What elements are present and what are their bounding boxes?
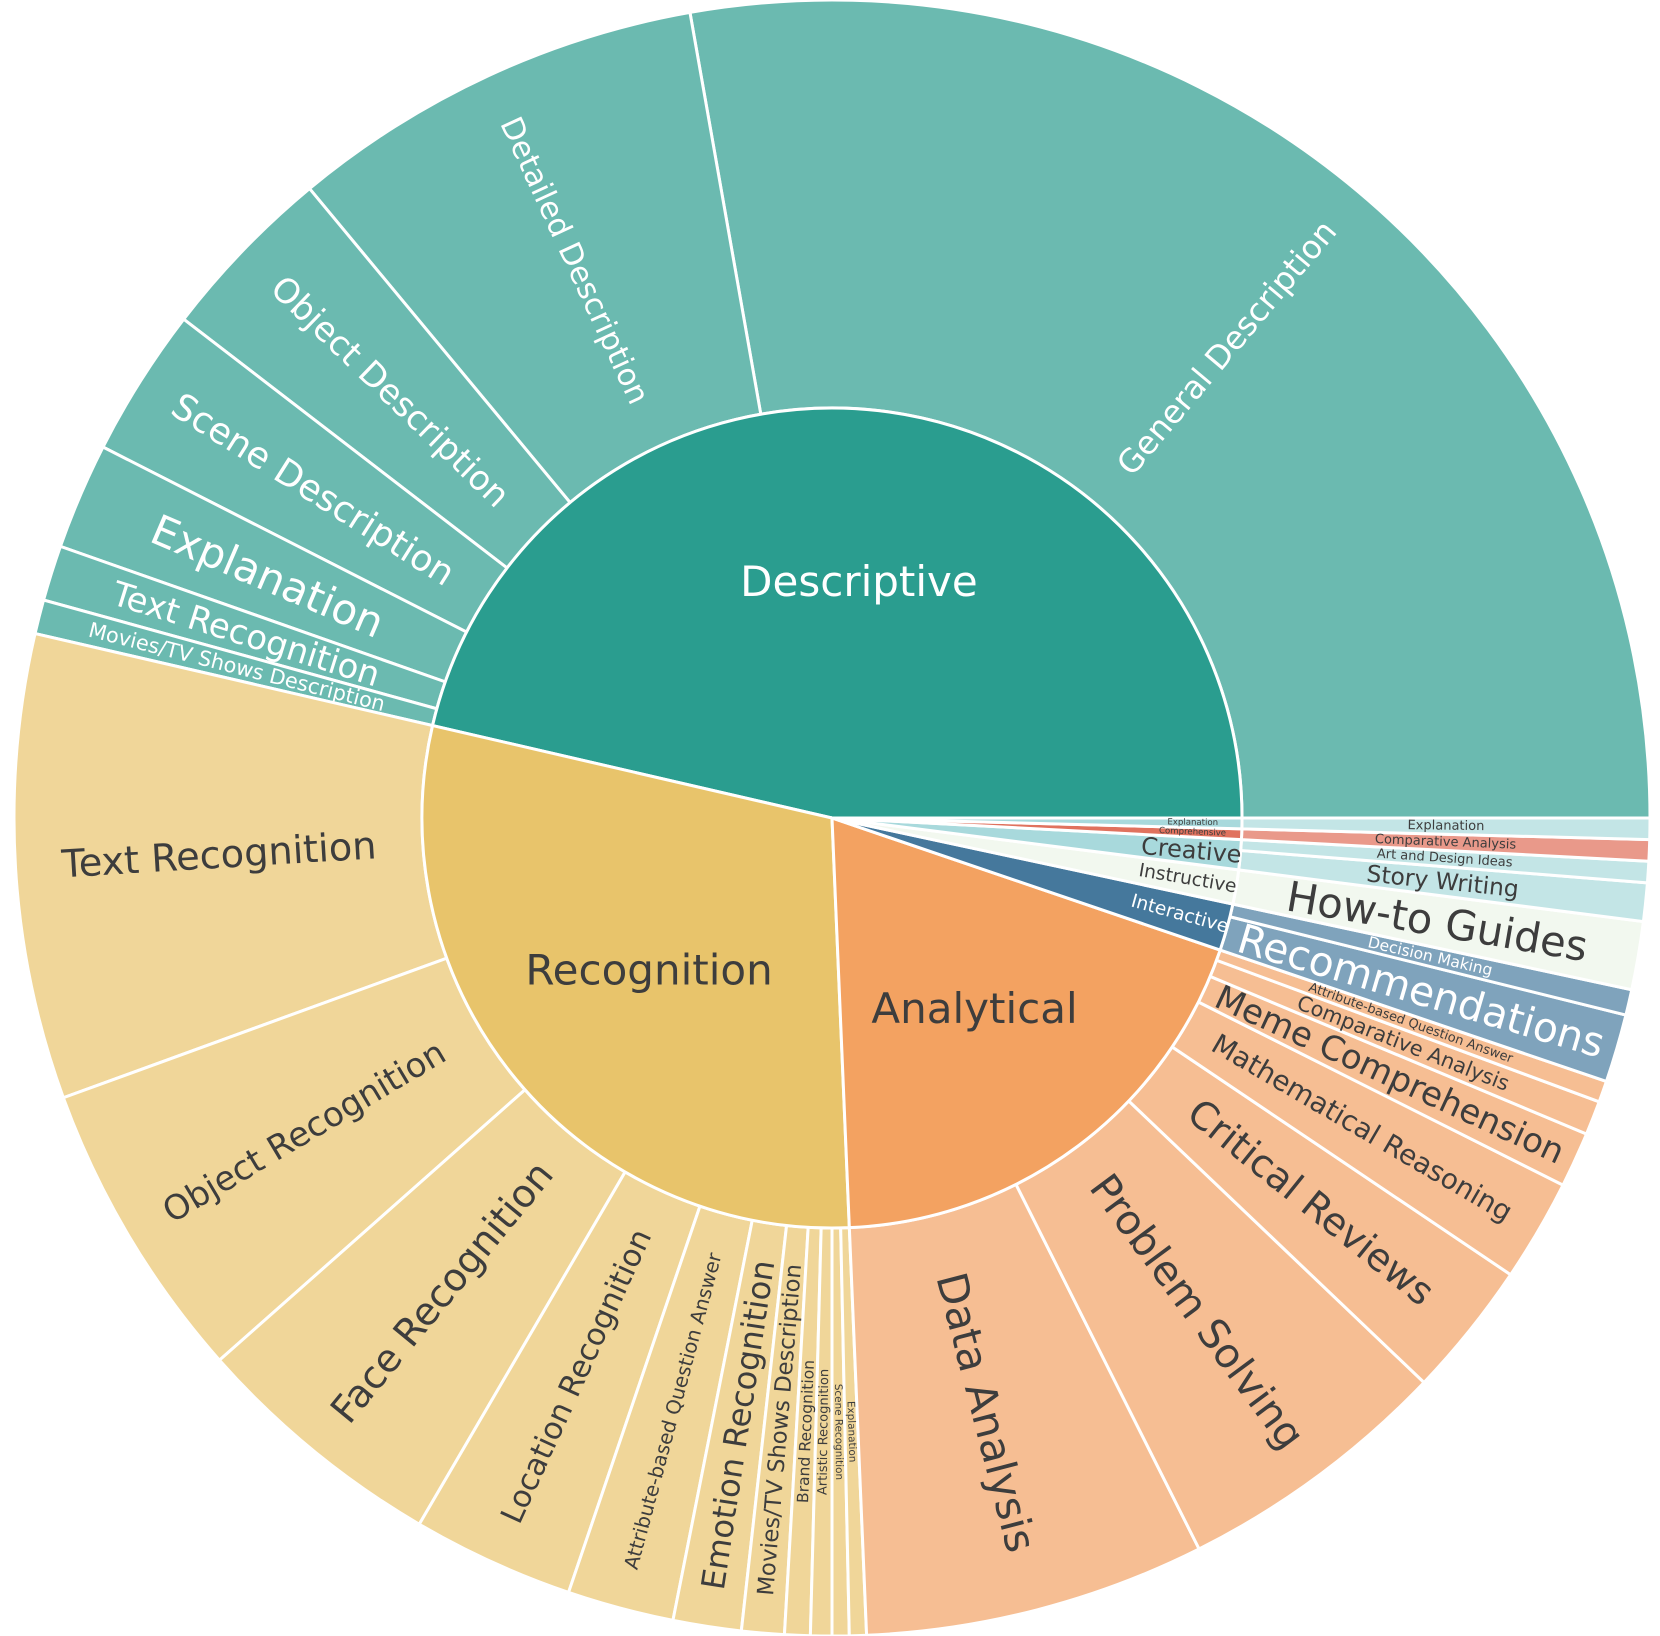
category-segment-analytical xyxy=(830,815,1223,1230)
category-segment-explanation xyxy=(831,816,1244,831)
inner-ring xyxy=(420,406,1244,1230)
category-segment-recognition xyxy=(420,723,851,1230)
subcategory-label-comprehensive-comparative-analysis: Comparative Analysis xyxy=(1375,832,1517,853)
subcategory-label-recognition-artistic-recognition: Artistic Recognition xyxy=(816,1369,833,1495)
category-label-comprehensive: Comprehensive xyxy=(1159,826,1226,839)
category-segment-descriptive xyxy=(430,406,1244,820)
outer-ring xyxy=(12,0,1652,1636)
subcategory-label-recognition-explanation: Explanation xyxy=(845,1401,859,1463)
category-label-analytical: Analytical xyxy=(871,984,1077,1033)
category-label-descriptive: Descriptive xyxy=(740,557,978,606)
category-label-recognition: Recognition xyxy=(525,945,772,994)
subcategory-label-explanation-explanation: Explanation xyxy=(1407,818,1484,834)
category-label-explanation: Explanation xyxy=(1167,817,1218,828)
subcategory-label-recognition-scene-recognition: Scene Recognition xyxy=(832,1384,845,1480)
